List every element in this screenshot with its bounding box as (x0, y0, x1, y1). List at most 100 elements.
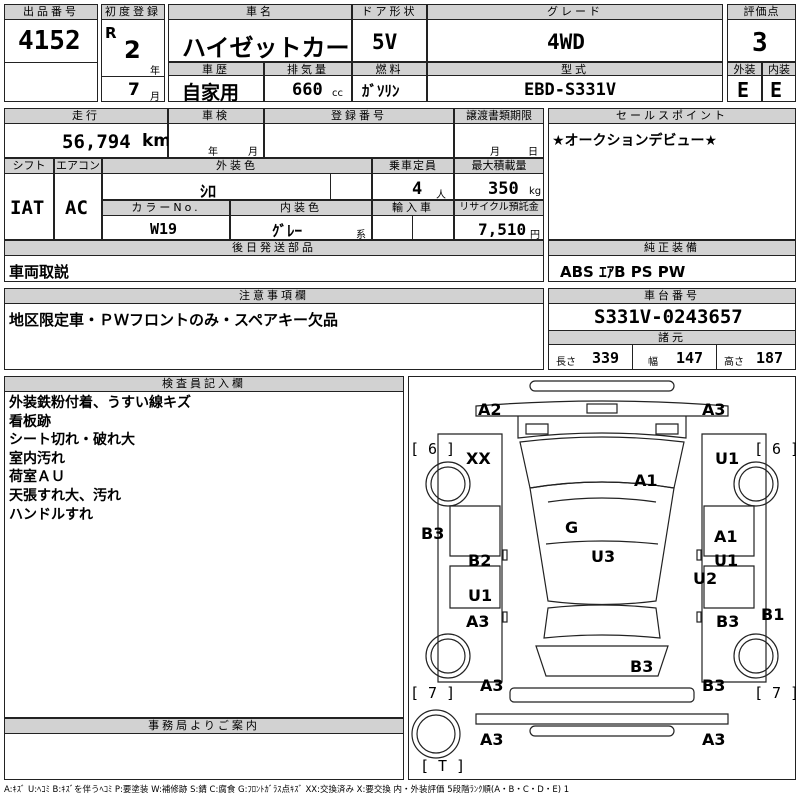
right-side (701, 433, 767, 683)
specs-divider-2 (716, 345, 717, 370)
recycle-label: リサイクル預託金 (454, 200, 544, 216)
tire-bracket: [ 6 ] (754, 440, 796, 458)
color-no-label: カラーNo. (102, 200, 230, 216)
ac-value: AC (65, 197, 88, 219)
wheel-rear-right-inner (738, 638, 774, 674)
caution-label: 注意事項欄 (4, 288, 544, 304)
diagram-label: U3 (591, 547, 615, 566)
width-value: 147 (676, 349, 704, 367)
tire-bracket: [ 7 ] (754, 684, 796, 702)
inspection-month: 月 (248, 147, 258, 158)
ext-color-divider (330, 174, 331, 200)
diagram-label: A3 (480, 730, 504, 749)
transfer-day: 日 (528, 147, 538, 158)
damage-diagram: A2 A3 XX U1 A1 G U3 B3 B2 A1 U1 U2 U1 A3… (410, 380, 796, 775)
recycle-unit: 円 (530, 230, 540, 241)
diagram-label: A3 (480, 676, 504, 695)
later-parts-label: 後日発送部品 (4, 240, 544, 256)
grade-label: グレード (427, 4, 723, 20)
rear-bumper-top (509, 687, 695, 703)
regno-label: 登録番号 (264, 108, 454, 124)
interior-label: 内装 (762, 62, 796, 76)
height-label: 高さ (724, 357, 744, 368)
fuel-value: ｶﾞｿﾘﾝ (362, 82, 400, 100)
inspector-note: ハンドルすれ (9, 506, 93, 523)
rear-glass (543, 604, 661, 639)
diagram-label: G (565, 518, 578, 537)
genuine-value: ABS ｴｱB PS PW (560, 263, 686, 281)
left-side (437, 433, 503, 683)
diagram-label: B3 (702, 676, 725, 695)
chassis-label: 車台番号 (548, 288, 796, 304)
caution-value: 地区限定車・ＰＷフロントのみ・スペアキー欠品 (9, 311, 338, 329)
exterior-label: 外装 (727, 62, 762, 76)
wheel-rear-right (733, 633, 779, 679)
shift-value: IAT (10, 197, 45, 219)
windshield (519, 436, 685, 489)
exterior-value: E (737, 78, 750, 102)
era-letter: R (105, 24, 117, 42)
car-name-label: 車名 (168, 4, 352, 20)
roof-lines (545, 497, 659, 545)
front-bumper (475, 400, 729, 417)
transfer-label: 譲渡書類期限 (454, 108, 544, 124)
load-label: 最大積載量 (454, 158, 544, 174)
chassis-value: S331V-0243657 (594, 306, 743, 328)
height-value: 187 (756, 349, 784, 367)
tire-bracket: [ 7 ] (410, 684, 455, 702)
first-reg-divider (101, 76, 165, 77)
wheel-front-left (425, 461, 471, 507)
diagram-label: XX (466, 449, 491, 468)
diagram-label: U1 (468, 586, 492, 605)
spare-tire (411, 709, 461, 759)
load-unit: kg (529, 186, 542, 197)
diagram-label: B3 (630, 657, 653, 676)
inspector-note: 天張すれ大、汚れ (9, 487, 121, 504)
right-handle-2 (696, 611, 702, 623)
rear-bumper-strip (529, 725, 675, 737)
inspector-note: 看板跡 (9, 413, 51, 430)
reg-month-unit: 月 (150, 92, 160, 103)
displacement-unit: cc (332, 88, 343, 99)
diagram-label: A1 (714, 527, 738, 546)
diagram-label: U1 (714, 551, 738, 570)
left-windows (449, 505, 501, 609)
history-label: 車歴 (168, 62, 264, 76)
transfer-month: 月 (490, 147, 500, 158)
diagram-label: U2 (693, 569, 717, 588)
front-bumper-strip (529, 380, 675, 392)
first-reg-label: 初度登録 (101, 4, 165, 20)
office-label: 事務局よりご案内 (4, 718, 404, 734)
lot-cell (4, 4, 98, 102)
damage-legend: A:ｷｽﾞ U:ﾍｺﾐ B:ｷｽﾞを伴うﾍｺﾐ P:要塗装 W:補修跡 S:錆 … (4, 785, 570, 795)
right-windows (703, 505, 755, 609)
spare-bracket: [ T ] (420, 757, 465, 775)
diagram-label: B1 (761, 605, 784, 624)
capacity-label: 乗車定員 (372, 158, 454, 174)
shift-label: シフト (4, 158, 54, 174)
fuel-label: 燃料 (352, 62, 427, 76)
mileage-unit: km (142, 131, 172, 151)
inspection-label: 車検 (168, 108, 264, 124)
later-parts-value: 車両取説 (9, 263, 70, 281)
door-label: ドア形状 (352, 4, 427, 20)
sales-label: セールスポイント (548, 108, 796, 124)
front-lights (525, 423, 679, 435)
diagram-label: B2 (468, 551, 491, 570)
first-reg-cell (101, 4, 165, 102)
capacity-unit: 人 (436, 190, 446, 201)
reg-month: 7 (128, 80, 140, 100)
model-label: 型式 (427, 62, 723, 76)
genuine-label: 純正装備 (548, 240, 796, 256)
right-handle (696, 549, 702, 561)
diagram-label: B3 (716, 612, 739, 631)
lot-divider (4, 62, 98, 63)
mileage-value: 56,794 (62, 131, 131, 153)
diagram-label: A3 (466, 612, 490, 631)
length-label: 長さ (556, 357, 576, 368)
color-no-value: W19 (150, 220, 178, 238)
inspection-year: 年 (208, 147, 218, 158)
reg-year: 2 (124, 36, 141, 64)
displacement-label: 排気量 (264, 62, 352, 76)
front-panel (517, 416, 687, 439)
